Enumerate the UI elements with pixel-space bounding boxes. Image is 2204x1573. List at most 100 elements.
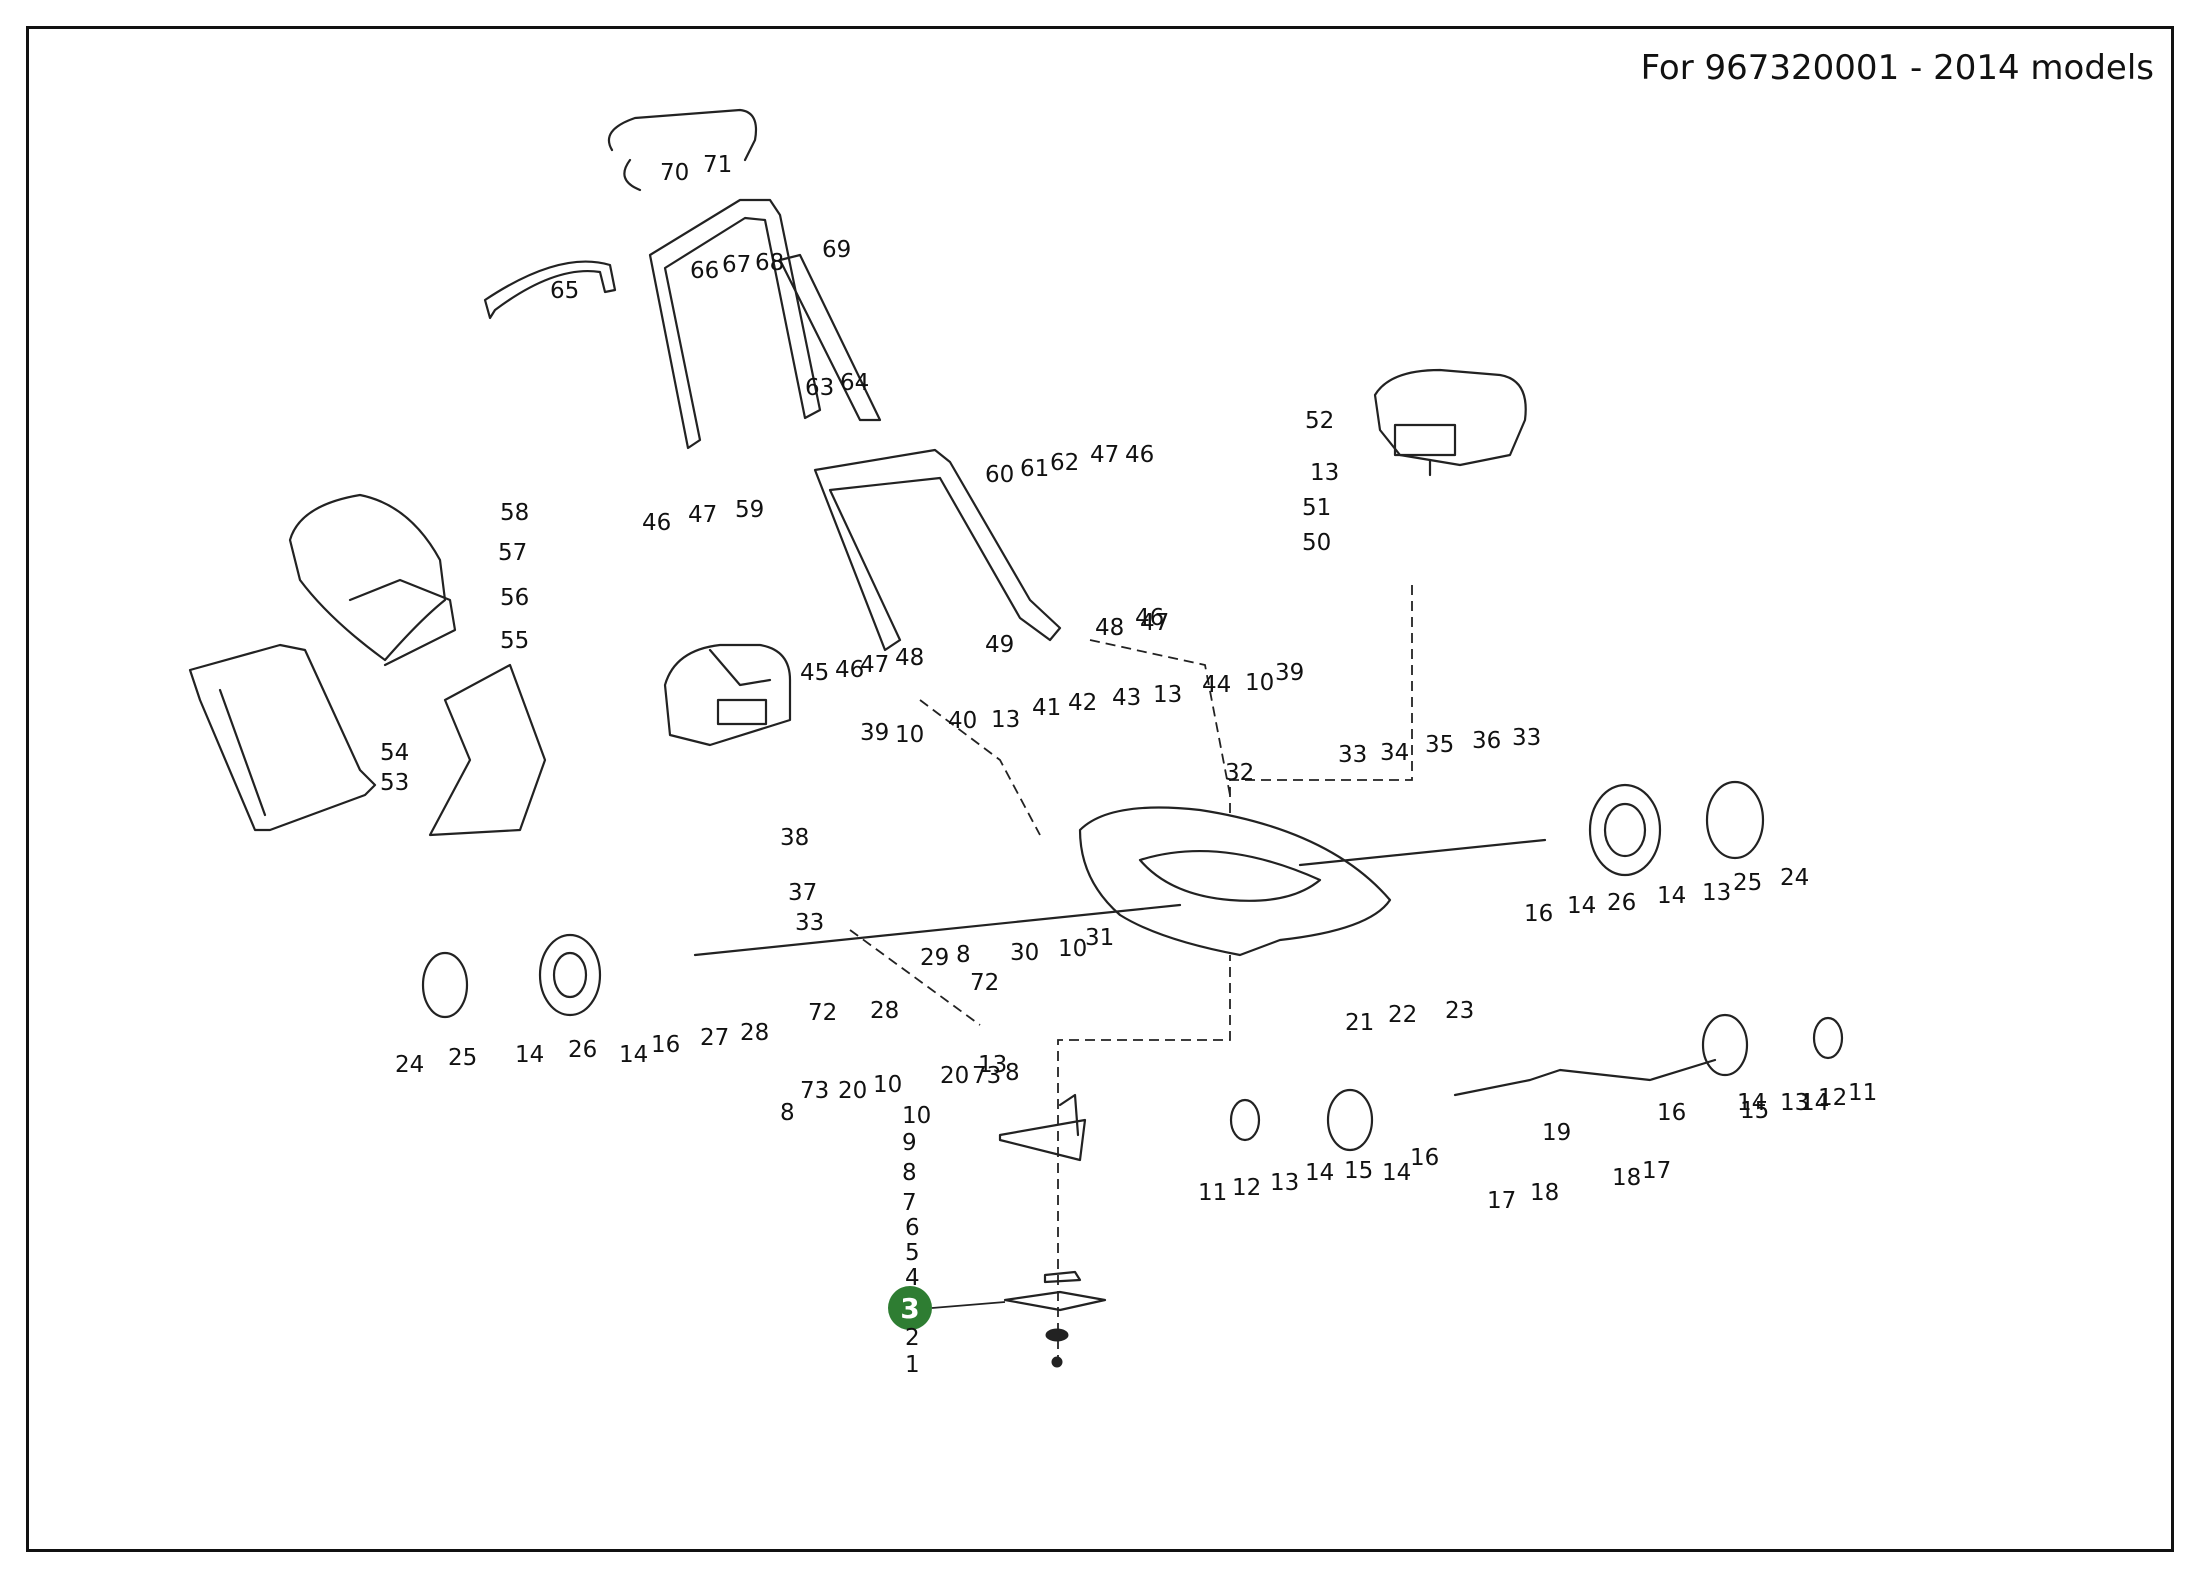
- callout-label-48: 48: [1095, 615, 1124, 641]
- callout-label-43: 43: [1112, 685, 1141, 711]
- blade-assembly: [998, 1093, 1107, 1368]
- callout-label-10-4: 10: [895, 722, 924, 748]
- callout-label-52: 52: [1305, 408, 1334, 434]
- callout-label-56: 56: [500, 585, 529, 611]
- callout-label-16-3: 16: [651, 1032, 680, 1058]
- front-left-wheel: [1229, 1088, 1374, 1152]
- callout-label-64: 64: [840, 370, 869, 396]
- callout-label-73: 73: [800, 1078, 829, 1104]
- callout-label-18: 18: [1530, 1180, 1559, 1206]
- callout-label-17-2: 17: [1642, 1158, 1671, 1184]
- callout-label-15: 15: [1344, 1158, 1373, 1184]
- callout-label-70: 70: [660, 160, 689, 186]
- callout-label-36: 36: [1472, 728, 1501, 754]
- callout-label-8-3: 8: [1005, 1060, 1020, 1086]
- callout-label-22: 22: [1388, 1002, 1417, 1028]
- callout-label-39: 39: [860, 720, 889, 746]
- callout-label-8: 8: [902, 1160, 917, 1186]
- callout-label-37: 37: [788, 880, 817, 906]
- callout-label-2: 2: [905, 1325, 920, 1351]
- callout-label-9: 9: [902, 1130, 917, 1156]
- callout-label-47-3: 47: [860, 652, 889, 678]
- callout-label-13: 13: [1270, 1170, 1299, 1196]
- callout-label-27: 27: [700, 1025, 729, 1051]
- callout-label-16: 16: [1410, 1145, 1439, 1171]
- callout-label-59: 59: [735, 497, 764, 523]
- callout-label-6: 6: [905, 1215, 920, 1241]
- callout-label-55: 55: [500, 628, 529, 654]
- callout-label-46-2: 46: [1125, 442, 1154, 468]
- callout-label-67: 67: [722, 252, 751, 278]
- callout-label-14-7: 14: [1567, 893, 1596, 919]
- callout-label-5: 5: [905, 1240, 920, 1266]
- callout-label-18-2: 18: [1612, 1165, 1641, 1191]
- callout-label-25-2: 25: [1733, 870, 1762, 896]
- callout-label-10-5: 10: [1245, 670, 1274, 696]
- callout-label-12: 12: [1232, 1175, 1261, 1201]
- callout-label-13-4: 13: [1702, 880, 1731, 906]
- callout-label-30: 30: [1010, 940, 1039, 966]
- callout-label-69: 69: [822, 237, 851, 263]
- front-axle: [1453, 1058, 1717, 1097]
- callout-label-34: 34: [1380, 740, 1409, 766]
- callout-label-58: 58: [500, 500, 529, 526]
- callout-labels: 1245678888910101010101111121213131313131…: [380, 152, 1877, 1378]
- callout-label-45: 45: [800, 660, 829, 686]
- callout-label-42: 42: [1068, 690, 1097, 716]
- callout-label-28: 28: [740, 1020, 769, 1046]
- callout-label-13-5: 13: [1153, 682, 1182, 708]
- callout-label-21: 21: [1345, 1010, 1374, 1036]
- callout-label-73-2: 73: [972, 1063, 1001, 1089]
- callout-label-14-8: 14: [1657, 883, 1686, 909]
- callout-label-53: 53: [380, 770, 409, 796]
- callout-label-63: 63: [805, 375, 834, 401]
- rear-flap-bar: [483, 260, 617, 320]
- callout-label-12-2: 12: [1818, 1085, 1847, 1111]
- battery-pack: [663, 643, 792, 747]
- callout-label-68: 68: [755, 250, 784, 276]
- diagram-frame: [26, 26, 2174, 1552]
- callout-label-33-3: 33: [1512, 725, 1541, 751]
- alignment-lines: [849, 585, 1413, 1365]
- callout-label-46-4: 46: [1135, 605, 1164, 631]
- callout-label-57: 57: [498, 540, 527, 566]
- lower-handle: [813, 448, 1062, 652]
- engine: [1373, 368, 1527, 477]
- callout-label-33-2: 33: [1338, 742, 1367, 768]
- callout-label-14: 14: [1305, 1160, 1334, 1186]
- highlight-badge-circle[interactable]: [888, 1286, 932, 1330]
- callout-label-33: 33: [795, 910, 824, 936]
- mower-deck: [1078, 806, 1392, 957]
- callout-label-46-3: 46: [835, 657, 864, 683]
- callout-label-25: 25: [448, 1045, 477, 1071]
- callout-label-17: 17: [1487, 1188, 1516, 1214]
- blade-leader-line: [931, 1301, 1006, 1309]
- callout-label-20: 20: [838, 1078, 867, 1104]
- callout-label-8-4: 8: [956, 942, 971, 968]
- callout-label-15-2: 15: [1740, 1098, 1769, 1124]
- callout-label-65: 65: [550, 278, 579, 304]
- callout-label-11-2: 11: [1848, 1080, 1877, 1106]
- callout-label-13-2: 13: [1780, 1090, 1809, 1116]
- callout-label-14-3: 14: [1737, 1090, 1766, 1116]
- callout-label-10-3: 10: [1058, 936, 1087, 962]
- callout-label-19: 19: [1542, 1120, 1571, 1146]
- callout-label-40: 40: [948, 708, 977, 734]
- callout-label-31: 31: [1085, 925, 1114, 951]
- callout-label-1: 1: [905, 1352, 920, 1378]
- callout-label-54: 54: [380, 740, 409, 766]
- callout-label-13-3: 13: [978, 1052, 1007, 1078]
- callout-label-47-2: 47: [1090, 442, 1119, 468]
- callout-label-11: 11: [1198, 1180, 1227, 1206]
- callout-label-13-6: 13: [991, 707, 1020, 733]
- callout-label-48-2: 48: [895, 645, 924, 671]
- callout-label-47-4: 47: [1140, 610, 1169, 636]
- callout-label-39-2: 39: [1275, 660, 1304, 686]
- callout-label-66: 66: [690, 258, 719, 284]
- rear-left-wheel: [421, 933, 602, 1019]
- callout-label-46: 46: [642, 510, 671, 536]
- callout-label-71: 71: [703, 152, 732, 178]
- callout-label-51: 51: [1302, 495, 1331, 521]
- highlight-badge[interactable]: 3: [888, 1286, 932, 1330]
